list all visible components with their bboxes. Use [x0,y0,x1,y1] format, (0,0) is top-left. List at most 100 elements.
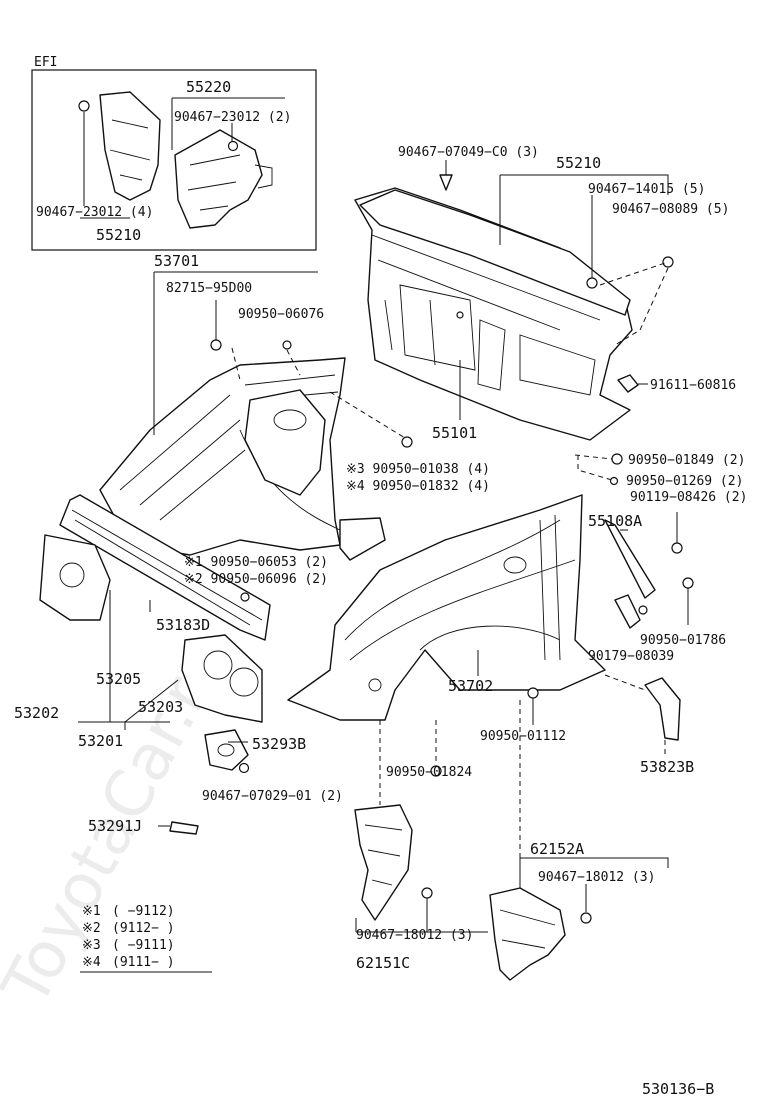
clip-90950-06053 [240,592,250,602]
bolt-90467-18012-l [421,887,433,899]
label-90950-06076: 90950−06076 [238,307,324,322]
apron-detail [119,374,341,531]
legend-mark-1: ※1 [82,904,101,919]
inset-bolt-left [78,100,90,112]
nut-90950-01786 [682,577,694,589]
dash-cowl-bolts [599,261,669,346]
shield-62151C [354,804,413,921]
inset-bolt-right [227,140,239,152]
apron-53702-detail [344,514,576,661]
splash-shields: 62152A 90467−18012 (3) 90467−18012 (3) 6… [354,700,669,981]
leader-62152A [519,857,669,912]
rail-53183D [59,494,271,641]
legend-range-4: (9111− ) [112,955,175,970]
label-90119-08426: 90119−08426 (2) [630,490,747,505]
dash-01849 [574,454,613,481]
dash-shields [379,700,521,890]
efi-box-frame [31,69,317,251]
leader-53293B [228,741,248,743]
apron-extension [339,517,386,561]
label-90950-01786: 90950−01786 [640,633,726,648]
strut-hole [273,409,307,431]
label-55210-main: 55210 [556,154,601,172]
clip-90950-01269 [609,476,619,486]
clip-90950-01824 [430,765,442,777]
label-90950-06096: ※2 90950−06096 (2) [184,572,328,587]
label-90467-07029: 90467−07029−01 (2) [202,789,343,804]
clip-90950-06076 [282,340,292,350]
efi-inset: EFI 55220 90467−23012 (2) 90467−23012 (4… [31,55,317,251]
dash-53823B [604,674,666,755]
seal-53291J [169,821,199,835]
bolt-90467-18012-r [580,912,592,924]
apron-53702-hole-b [368,678,382,692]
label-90950-01824: 90950−01824 [386,765,472,780]
bolt-90179 [638,605,648,615]
bolt-90467-07029 [238,762,250,774]
right-apron-assembly: 55108A 90950−01786 90179−08039 53702 909… [287,494,726,780]
leader-brace [620,512,689,625]
legend-range-1: ( −9112) [112,904,175,919]
label-53205: 53205 [96,670,141,688]
shield-62152A [489,887,566,981]
inset-bracket-detail [187,154,273,211]
leader-53701 [153,271,318,435]
gasket-hole [217,743,235,757]
label-90467-23012-4: 90467−23012 (4) [36,205,153,220]
cowl-panel-detail [371,234,601,396]
label-62151C: 62151C [356,954,410,972]
inset-cover-detail [109,119,151,181]
clip-90467-07049 [439,174,453,191]
label-55220: 55220 [186,78,231,96]
label-90950-01038: ※3 90950−01038 (4) [346,462,490,477]
support-53202-hole [59,562,85,588]
bolt-90119 [671,542,683,554]
label-53201: 53201 [78,732,123,750]
bolt-90467-14015 [586,277,598,289]
clip-90950-01038 [401,436,413,448]
diagram-id: 530136−B [642,1080,714,1098]
support-53203-hole-b [229,667,259,697]
label-53823B: 53823B [640,758,694,776]
shield-62152A-detail [499,909,556,949]
label-53291J: 53291J [88,817,142,835]
brace-55108A [604,519,656,599]
support-53202 [39,534,111,621]
cowl-top-55210 [359,189,631,316]
molding-53823B [644,677,681,741]
rail-detail [71,509,263,626]
efi-box-title: EFI [34,55,57,70]
bolt-90467-08089 [662,256,674,268]
label-55108A: 55108A [588,512,642,530]
clip-82715 [210,339,222,351]
legend: ※1 ( −9112) ※2 (9112− ) ※3 ( −9111) ※4 (… [80,904,212,973]
label-90950-01112: 90950−01112 [480,729,566,744]
label-91611: 91611−60816 [650,378,736,393]
label-62152A: 62152A [530,840,584,858]
label-90950-01849: 90950−01849 (2) [628,453,745,468]
inset-leader-55210 [80,112,130,219]
label-55210-inset: 55210 [96,226,141,244]
label-53701: 53701 [154,252,199,270]
label-90950-01832: ※4 90950−01832 (4) [346,479,490,494]
label-53293B: 53293B [252,735,306,753]
apron-53702-hole [503,556,527,574]
cowl-hole [456,311,464,319]
legend-range-3: ( −9111) [112,938,175,953]
label-90467-18012-r: 90467−18012 (3) [538,870,655,885]
label-53702: 53702 [448,677,493,695]
inset-bracket-55220 [174,129,263,229]
label-90467-23012-2: 90467−23012 (2) [174,110,291,125]
label-90950-01269: 90950−01269 (2) [626,474,743,489]
label-90467-07049: 90467−07049−C0 (3) [398,145,539,160]
label-53202: 53202 [14,704,59,722]
legend-range-2: (9112− ) [112,921,175,936]
label-90467-18012-l: 90467−18012 (3) [356,928,473,943]
dash-apron-clips [231,347,406,439]
label-53183D: 53183D [156,616,210,634]
clip-90950-01112 [527,687,539,699]
label-90950-06053: ※1 90950−06053 (2) [184,555,328,570]
inset-leader-55220 [171,97,285,150]
radiator-support-assembly: ※1 90950−06053 (2) ※2 90950−06096 (2) 53… [14,494,343,835]
